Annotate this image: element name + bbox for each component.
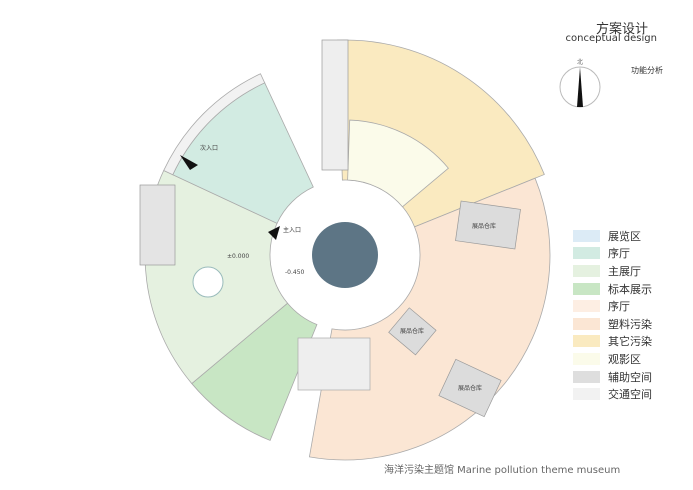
legend-label: 塑料污染: [608, 317, 652, 331]
zone-circulation: [163, 73, 266, 176]
secondary-entrance-label: 次入口: [200, 144, 218, 152]
legend-swatch: [573, 229, 600, 242]
legend-swatch: [573, 264, 600, 277]
legend-label: 辅助空间: [608, 370, 652, 384]
page-title: 方案设计: [595, 22, 648, 37]
legend-item: 塑料污染: [573, 315, 652, 333]
north-arrow-icon: [577, 67, 583, 107]
legend-label: 标本展示: [608, 282, 652, 296]
legend-swatch: [573, 335, 600, 348]
legend-swatch: [573, 352, 600, 365]
page-subtitle: conceptual design: [565, 33, 657, 44]
legend-item: 标本展示: [573, 280, 652, 298]
legend-swatch: [573, 388, 600, 401]
legend-label: 展览区: [608, 229, 641, 243]
legend-label: 主展厅: [608, 264, 641, 278]
zone-screening: [347, 119, 449, 208]
legend-swatch: [573, 317, 600, 330]
compass: 北: [559, 58, 601, 108]
main-entrance-arrow: [268, 226, 280, 240]
secondary-entrance-arrow: [180, 155, 198, 170]
elevation-label: ±0.000: [227, 253, 249, 260]
section-label: 功能分析: [631, 66, 663, 75]
legend-label: 序厅: [608, 247, 630, 261]
legend-item: 观影区: [573, 350, 652, 368]
storage-room-1: [455, 200, 521, 250]
legend-item: 展览区: [573, 227, 652, 245]
legend-swatch: [573, 282, 600, 295]
legend-swatch: [573, 370, 600, 383]
legend: 展览区序厅主展厅标本展示序厅塑料污染其它污染观影区辅助空间交通空间: [573, 227, 652, 403]
storage-label: 展品仓库: [400, 327, 424, 335]
entrance-connector: [297, 337, 371, 391]
legend-item: 主展厅: [573, 262, 652, 280]
storage-label: 展品仓库: [472, 222, 496, 230]
legend-item: 其它污染: [573, 333, 652, 351]
legend-item: 序厅: [573, 297, 652, 315]
legend-label: 其它污染: [608, 335, 652, 349]
caption: 海洋污染主题馆 Marine pollution theme museum: [384, 465, 621, 476]
legend-swatch: [573, 300, 600, 313]
legend-item: 交通空间: [573, 385, 652, 403]
stair-core-left: [139, 184, 176, 266]
storage-room-3: [438, 358, 502, 418]
elevation-label: -0.450: [285, 269, 305, 276]
legend-item: 序厅: [573, 245, 652, 263]
central-pond: [312, 222, 378, 288]
legend-label: 交通空间: [608, 388, 652, 402]
legend-swatch: [573, 247, 600, 260]
legend-label: 观影区: [608, 352, 641, 366]
specimen-display: [192, 266, 224, 298]
stair-core-top: [321, 39, 349, 171]
legend-item: 辅助空间: [573, 368, 652, 386]
main-entrance-label: 主入口: [283, 226, 301, 234]
storage-label: 展品仓库: [458, 384, 482, 392]
legend-label: 序厅: [608, 300, 630, 314]
storage-room-2: [388, 307, 437, 356]
north-label: 北: [577, 58, 583, 66]
